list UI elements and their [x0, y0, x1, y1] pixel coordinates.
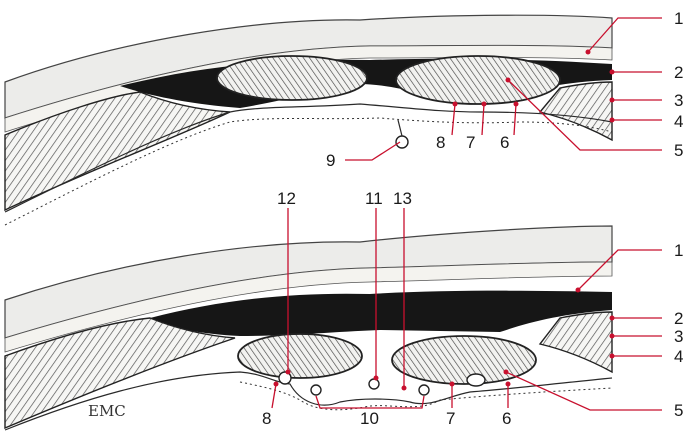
bottom-rectus-right	[392, 336, 536, 384]
top-label-2: 2	[674, 63, 683, 82]
bottom-rectus-left	[238, 334, 362, 378]
bottom-label-1: 1	[674, 241, 683, 260]
bottom-label-8: 8	[262, 409, 271, 428]
bottom-label-2: 2	[674, 309, 683, 328]
bottom-label-11: 11	[365, 189, 383, 208]
top-label-9: 9	[326, 151, 335, 170]
bottom-label-3: 3	[674, 327, 683, 346]
top-vessel-9	[396, 136, 408, 148]
top-label-6: 6	[500, 133, 509, 152]
bottom-label-5: 5	[674, 401, 683, 420]
publisher-logo: EMC	[88, 402, 126, 420]
top-label-5: 5	[674, 141, 683, 160]
bottom-label-10: 10	[360, 409, 379, 428]
bottom-lateral-muscles-right	[540, 312, 612, 372]
bottom-vessel-10-right	[419, 385, 429, 395]
bottom-label-6: 6	[502, 409, 511, 428]
bottom-label-12: 12	[277, 189, 296, 208]
top-label-4: 4	[674, 112, 683, 131]
top-label-3: 3	[674, 91, 683, 110]
top-label-1: 1	[674, 9, 683, 28]
bottom-vessel-10-left	[311, 385, 321, 395]
top-rectus-left	[217, 56, 367, 100]
bottom-label-7: 7	[446, 409, 455, 428]
bottom-cross-section	[5, 226, 612, 430]
bottom-vessel-right	[467, 374, 485, 386]
bottom-label-4: 4	[674, 347, 683, 366]
bottom-label-13: 13	[393, 189, 412, 208]
top-rectus-right	[396, 56, 560, 104]
top-cross-section	[5, 15, 612, 225]
top-label-8: 8	[436, 133, 445, 152]
bottom-vessel-11	[369, 379, 379, 389]
top-label-7: 7	[466, 133, 475, 152]
